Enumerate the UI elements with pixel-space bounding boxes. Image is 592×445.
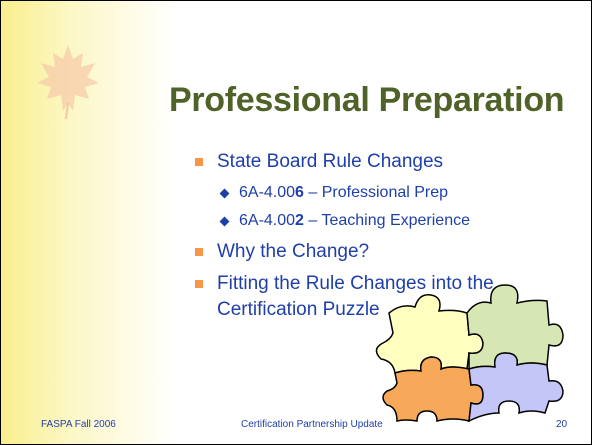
slide-number: 20 <box>556 419 568 430</box>
footer-center: Certification Partnership Update <box>241 419 383 430</box>
diamond-bullet-icon <box>219 188 230 199</box>
bullet-why-change: Why the Change? <box>195 239 585 265</box>
bullet-marker-icon <box>195 280 203 288</box>
bullet-text-line1: Fitting the Rule Changes into the <box>217 273 494 294</box>
subbullet-professional-prep: 6A-4.006 – Professional Prep <box>195 181 585 205</box>
rule-desc: – Teaching Experience <box>303 212 470 229</box>
bullet-text: Why the Change? <box>217 241 370 262</box>
bullet-marker-icon <box>195 248 203 256</box>
rule-number: 2 <box>295 212 304 229</box>
bullet-text: State Board Rule Changes <box>217 151 444 172</box>
bullet-list: State Board Rule Changes 6A-4.006 – Prof… <box>195 149 585 329</box>
rule-prefix: 6A-4.00 <box>239 184 296 201</box>
bullet-text-line2: Certification Puzzle <box>217 299 380 320</box>
rule-number: 6 <box>295 184 304 201</box>
subbullet-teaching-experience: 6A-4.002 – Teaching Experience <box>195 209 585 233</box>
slide-title: Professional Preparation <box>169 81 565 119</box>
bullet-fitting-rules: Fitting the Rule Changes into the Certif… <box>195 271 585 323</box>
maple-leaf-icon <box>37 45 99 120</box>
rule-prefix: 6A-4.00 <box>239 212 296 229</box>
puzzle-pieces-icon <box>375 284 564 423</box>
footer-left: FASPA Fall 2006 <box>41 419 116 430</box>
bullet-rule-changes: State Board Rule Changes <box>195 149 585 175</box>
bullet-marker-icon <box>195 158 203 166</box>
rule-desc: – Professional Prep <box>303 184 449 201</box>
diamond-bullet-icon <box>219 216 230 227</box>
